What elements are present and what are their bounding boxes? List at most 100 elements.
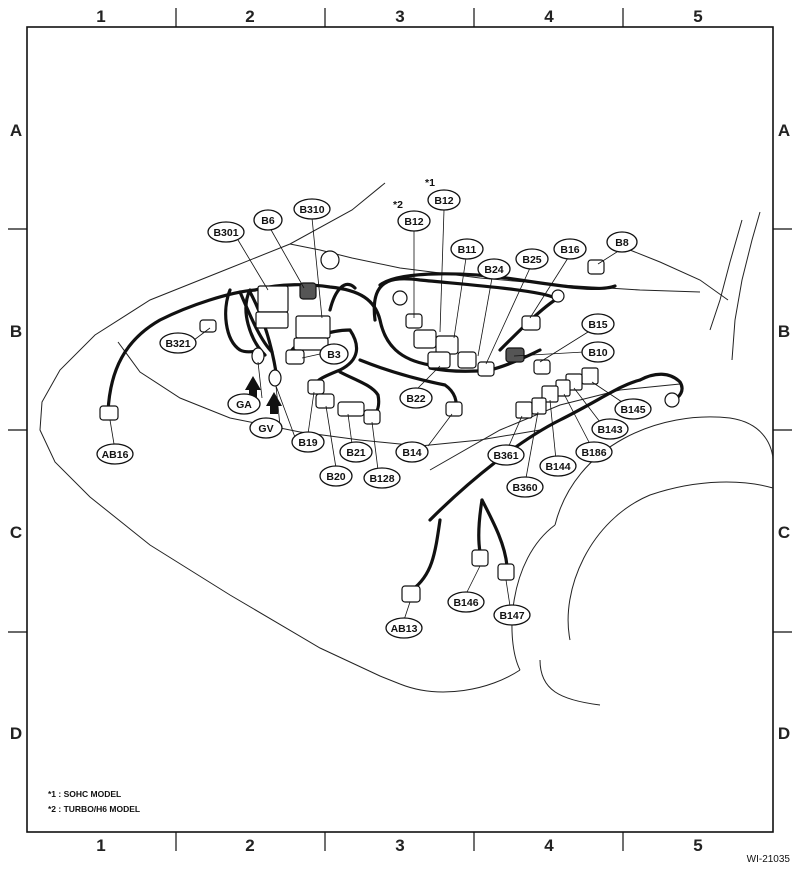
svg-text:B8: B8: [615, 237, 629, 249]
callout-b12-turbo: B12: [397, 210, 431, 232]
connector-b11-body: [413, 329, 437, 349]
column-labels-top: 1 2 3 4 5: [96, 7, 702, 26]
svg-text:B144: B144: [545, 461, 570, 473]
svg-text:B143: B143: [597, 424, 622, 436]
connector-b145-end: [664, 392, 680, 408]
row-label-c-right: C: [778, 523, 790, 542]
callout-b6: B6: [253, 209, 283, 231]
svg-text:B24: B24: [484, 264, 503, 276]
svg-text:B25: B25: [522, 254, 541, 266]
connector-b146-body: [471, 549, 489, 567]
svg-text:B147: B147: [499, 610, 524, 622]
svg-text:B15: B15: [588, 319, 607, 331]
ground-point-ga: [251, 347, 265, 365]
col-label-5-bottom: 5: [693, 836, 702, 855]
callout-b21: B21: [339, 441, 373, 463]
connector-ab16-body: [99, 405, 119, 421]
row-label-b-right: B: [778, 322, 790, 341]
callout-b19: B19: [291, 431, 325, 453]
callout-b25: B25: [515, 248, 549, 270]
svg-text:B128: B128: [369, 473, 394, 485]
svg-text:B146: B146: [453, 597, 478, 609]
row-label-d-right: D: [778, 724, 790, 743]
svg-text:B10: B10: [588, 347, 607, 359]
connector-b16-body: [551, 289, 565, 303]
figure-id: WI-21035: [747, 854, 791, 865]
connector-b10-body: [505, 347, 525, 363]
callout-b10: B10: [581, 341, 615, 363]
connector-b11b-body: [435, 335, 459, 355]
row-label-c-left: C: [10, 523, 22, 542]
connector-b3-body: [285, 349, 305, 365]
connector-b20-body: [315, 393, 335, 409]
row-labels-left: A B C D: [10, 121, 22, 743]
relay-box-base: [293, 337, 329, 351]
callout-b310: B310: [293, 198, 331, 220]
callout-b301: B301: [207, 221, 245, 243]
note-turbo-h6: *2 : TURBO/H6 MODEL: [48, 804, 140, 814]
connector-b145-body: [581, 367, 599, 385]
callout-b146: B146: [447, 591, 485, 613]
connector-b24b-body: [477, 361, 495, 377]
connector-ab13-body: [401, 585, 421, 603]
svg-text:AB16: AB16: [102, 449, 129, 461]
marker-star1: *1: [425, 177, 435, 189]
svg-text:B310: B310: [299, 204, 324, 216]
connector-b6-body: [299, 282, 317, 300]
callout-ga: GA: [227, 393, 261, 415]
callout-ab16: AB16: [96, 443, 134, 465]
connector-b22-body: [427, 351, 451, 369]
col-label-1-bottom: 1: [96, 836, 105, 855]
col-label-2-bottom: 2: [245, 836, 254, 855]
svg-text:B6: B6: [261, 215, 275, 227]
callout-b321: B321: [159, 332, 197, 354]
callout-gv: GV: [249, 417, 283, 439]
callout-b16: B16: [553, 238, 587, 260]
connector-b25-body: [521, 315, 541, 331]
callout-b20: B20: [319, 465, 353, 487]
svg-text:B11: B11: [458, 244, 477, 256]
relay-box: [295, 315, 331, 339]
callout-b11: B11: [450, 238, 484, 260]
col-label-3-bottom: 3: [395, 836, 404, 855]
svg-text:B186: B186: [581, 447, 606, 459]
row-label-b-left: B: [10, 322, 22, 341]
svg-text:B14: B14: [402, 447, 421, 459]
callout-b360: B360: [506, 476, 544, 498]
connector-b361-body: [515, 401, 533, 419]
callout-b24: B24: [477, 258, 511, 280]
connector-b8-body: [587, 259, 605, 275]
connector-b310-body: [320, 250, 340, 270]
row-labels-right: A B C D: [778, 121, 790, 743]
svg-text:GA: GA: [236, 399, 252, 411]
col-label-1-top: 1: [96, 7, 105, 26]
svg-text:B360: B360: [512, 482, 537, 494]
callout-b22: B22: [399, 387, 433, 409]
svg-text:B19: B19: [298, 437, 317, 449]
connector-b128-body: [363, 409, 381, 425]
row-label-a-right: A: [778, 121, 790, 140]
row-label-d-left: D: [10, 724, 22, 743]
svg-text:B16: B16: [560, 244, 579, 256]
callout-b361: B361: [487, 444, 525, 466]
connector-b15-body: [533, 359, 551, 375]
column-labels-bottom: 1 2 3 4 5: [96, 836, 702, 855]
fuse-box-b301-base: [255, 311, 289, 329]
row-label-a-left: A: [10, 121, 22, 140]
svg-text:B21: B21: [346, 447, 365, 459]
connector-b147-body: [497, 563, 515, 581]
callout-b128: B128: [363, 467, 401, 489]
callout-b186: B186: [575, 441, 613, 463]
callout-b15: B15: [581, 313, 615, 335]
connector-b12-sohc-body: [392, 290, 408, 306]
callout-b8: B8: [606, 231, 638, 253]
callout-b145: B145: [614, 398, 652, 420]
model-notes: *1 : SOHC MODEL *2 : TURBO/H6 MODEL: [48, 789, 140, 814]
callout-b143: B143: [591, 418, 629, 440]
leader-lines: [109, 209, 623, 621]
svg-text:B22: B22: [406, 393, 425, 405]
svg-text:GV: GV: [258, 423, 273, 435]
ground-point-gv: [268, 369, 282, 387]
col-label-5-top: 5: [693, 7, 702, 26]
